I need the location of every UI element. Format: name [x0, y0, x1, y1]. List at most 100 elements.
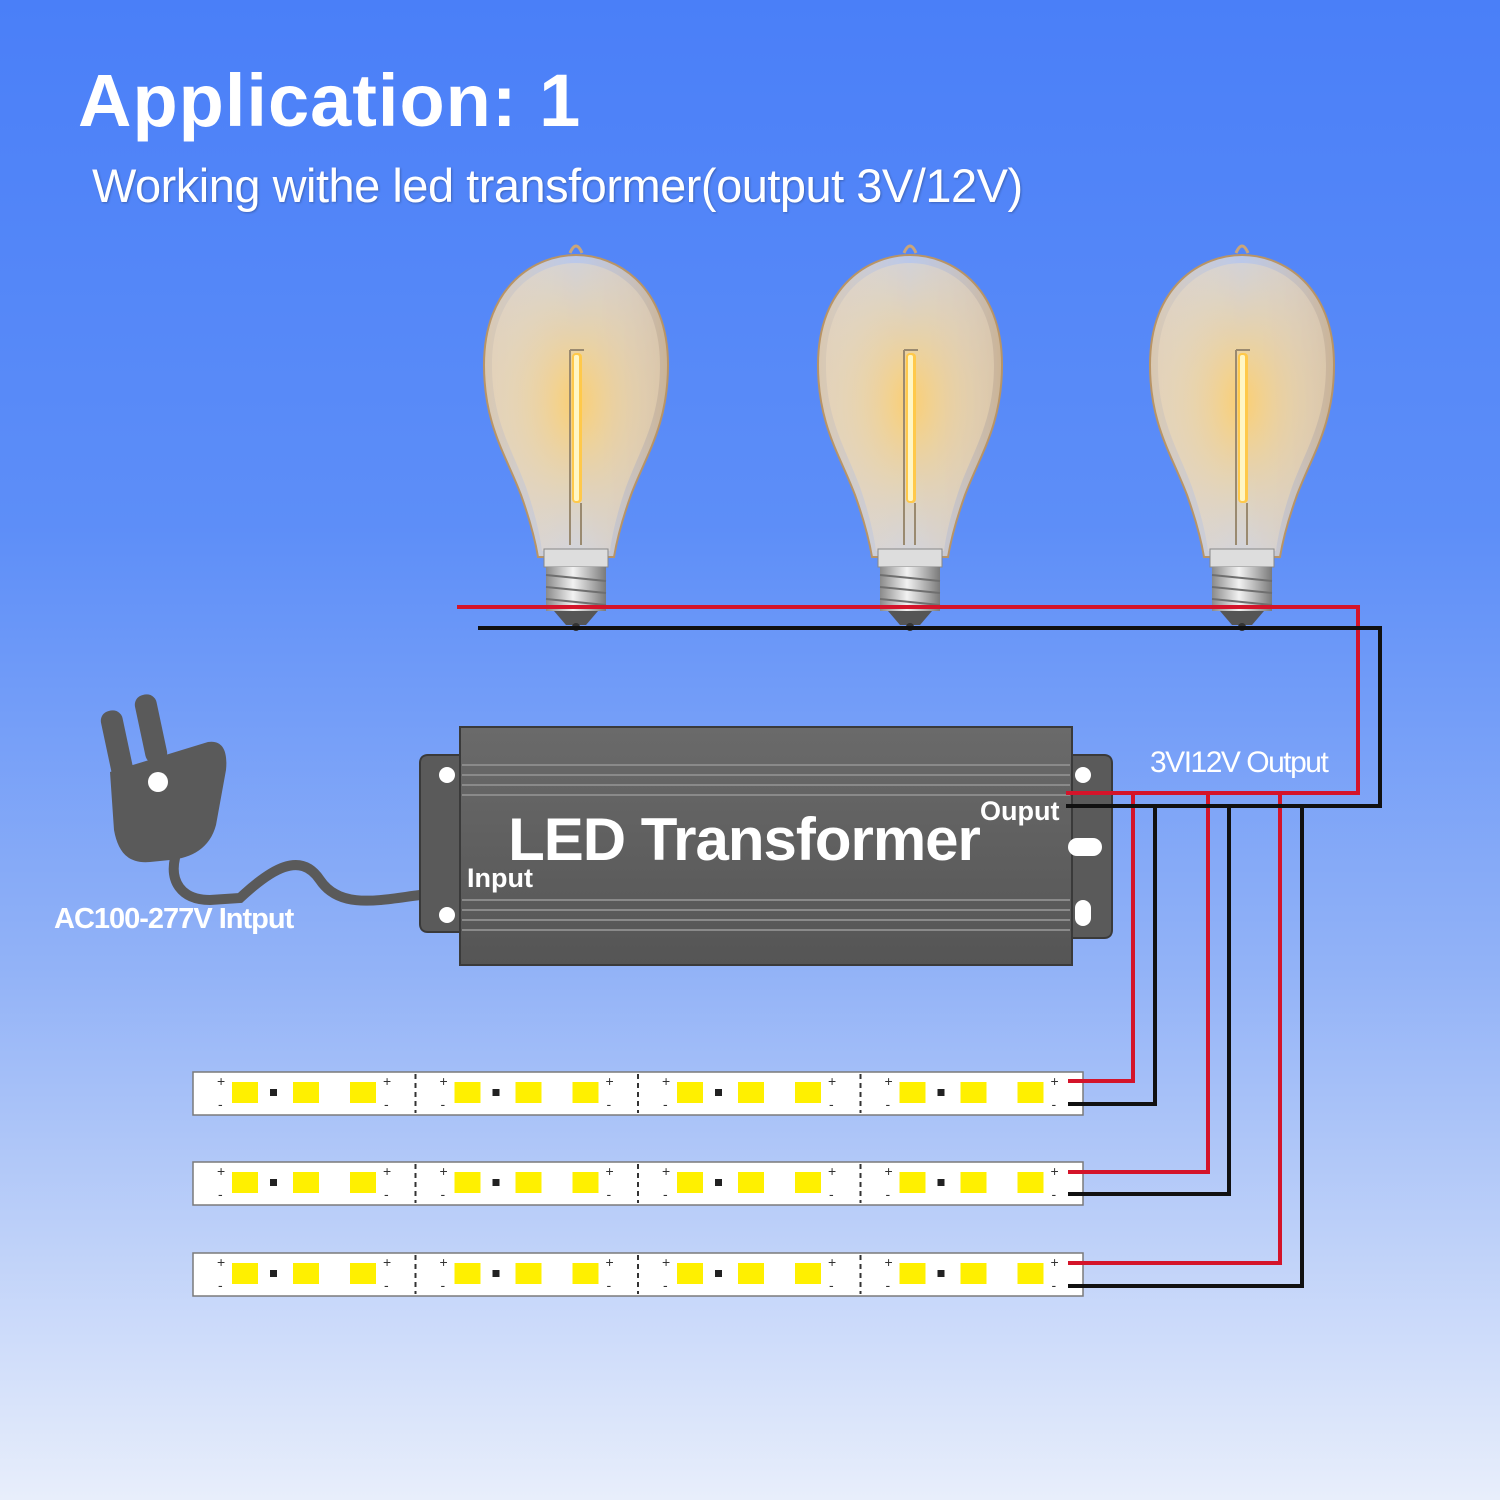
led-chip [738, 1172, 764, 1193]
led-chip [350, 1172, 376, 1193]
led-chip [232, 1172, 258, 1193]
strip-pad-mark: - [384, 1277, 389, 1293]
resistor [937, 1179, 945, 1186]
led-chip [515, 1172, 542, 1193]
strip-pad-mark: + [662, 1163, 670, 1179]
strip-pad-mark: - [607, 1096, 612, 1112]
led-chip [572, 1082, 599, 1103]
transformer-input-label: Input [467, 863, 533, 893]
strip-pad-mark: - [1052, 1096, 1057, 1112]
strip-pad-mark: + [885, 1073, 893, 1089]
resistor [715, 1089, 722, 1096]
page-subtitle: Working withe led transformer(output 3V/… [92, 159, 1023, 212]
strip-pad-mark: - [441, 1186, 446, 1202]
strip-pad-mark: + [828, 1254, 836, 1270]
strip-pad-mark: - [384, 1096, 389, 1112]
led-chip [454, 1263, 481, 1284]
led-chip [232, 1263, 258, 1284]
led-chip [350, 1263, 376, 1284]
strip-pad-mark: + [217, 1163, 225, 1179]
strip-pad-mark: + [440, 1073, 448, 1089]
strip-pad-mark: - [607, 1186, 612, 1202]
led-chip [454, 1172, 481, 1193]
strip-pad-mark: + [606, 1254, 614, 1270]
strip-pad-mark: - [663, 1096, 668, 1112]
led-chip [1017, 1172, 1044, 1193]
led-chip [738, 1263, 764, 1284]
strip-pad-mark: - [829, 1277, 834, 1293]
bulb-icon [816, 244, 1004, 633]
transformer-name: LED Transformer [508, 806, 980, 873]
led-chip [960, 1082, 987, 1103]
led-chip [1017, 1263, 1044, 1284]
transformer-output-label: Ouput [980, 796, 1059, 826]
strip-pad-mark: - [218, 1186, 223, 1202]
resistor [492, 1179, 500, 1186]
led-chip [677, 1082, 703, 1103]
led-chip [960, 1263, 987, 1284]
strip-pad-mark: - [886, 1096, 891, 1112]
resistor [270, 1179, 277, 1186]
strip-pad-mark: + [885, 1254, 893, 1270]
led-chip [293, 1172, 319, 1193]
strip-pad-mark: + [662, 1254, 670, 1270]
led-chip [677, 1263, 703, 1284]
bulb-icon [1148, 244, 1336, 633]
strip-pad-mark: - [218, 1277, 223, 1293]
led-chip [572, 1172, 599, 1193]
strip-pad-mark: - [441, 1277, 446, 1293]
strip-pad-mark: - [384, 1186, 389, 1202]
resistor [715, 1179, 722, 1186]
strip-pad-mark: + [1051, 1163, 1059, 1179]
strip-pad-mark: + [828, 1163, 836, 1179]
strip-pad-mark: + [662, 1073, 670, 1089]
ac-input-label: AC100-277V Intput [54, 903, 295, 935]
led-chip [899, 1082, 926, 1103]
strip-pad-mark: - [663, 1186, 668, 1202]
strip-pad-mark: + [885, 1163, 893, 1179]
page-title: Application: 1 [78, 59, 582, 142]
strip-pad-mark: + [383, 1254, 391, 1270]
strip-pad-mark: + [440, 1254, 448, 1270]
strip-pad-mark: + [217, 1254, 225, 1270]
resistor [492, 1270, 500, 1277]
led-chip [293, 1263, 319, 1284]
resistor [937, 1270, 945, 1277]
strip-pad-mark: + [606, 1073, 614, 1089]
led-chip [232, 1082, 258, 1103]
strip-pad-mark: - [886, 1186, 891, 1202]
strip-pad-mark: + [383, 1073, 391, 1089]
strip-feed-wires [1066, 791, 1304, 1288]
strip-pad-mark: - [829, 1186, 834, 1202]
led-chip [960, 1172, 987, 1193]
strip-pad-mark: - [829, 1096, 834, 1112]
strip-pad-mark: - [663, 1277, 668, 1293]
strip-pad-mark: - [886, 1277, 891, 1293]
led-chip [677, 1172, 703, 1193]
led-chip [515, 1263, 542, 1284]
resistor [492, 1089, 500, 1096]
led-chip [454, 1082, 481, 1103]
dc-output-label: 3VI12V Output [1150, 746, 1329, 779]
strip-pad-mark: - [607, 1277, 612, 1293]
led-chip [515, 1082, 542, 1103]
led-chip [795, 1172, 821, 1193]
led-chip [738, 1082, 764, 1103]
strip-pad-mark: - [441, 1096, 446, 1112]
led-transformer [419, 726, 1113, 966]
strip-pad-mark: - [218, 1096, 223, 1112]
strip-pad-mark: + [828, 1073, 836, 1089]
strip-pad-mark: + [1051, 1254, 1059, 1270]
resistor [270, 1089, 277, 1096]
strip-pad-mark: - [1052, 1277, 1057, 1293]
strip-pad-mark: + [217, 1073, 225, 1089]
led-chip [795, 1263, 821, 1284]
led-chip [899, 1172, 926, 1193]
resistor [715, 1270, 722, 1277]
led-chip [1017, 1082, 1044, 1103]
bulb-icon [482, 244, 670, 633]
led-chip [572, 1263, 599, 1284]
strip-pad-mark: + [440, 1163, 448, 1179]
led-chip [350, 1082, 376, 1103]
